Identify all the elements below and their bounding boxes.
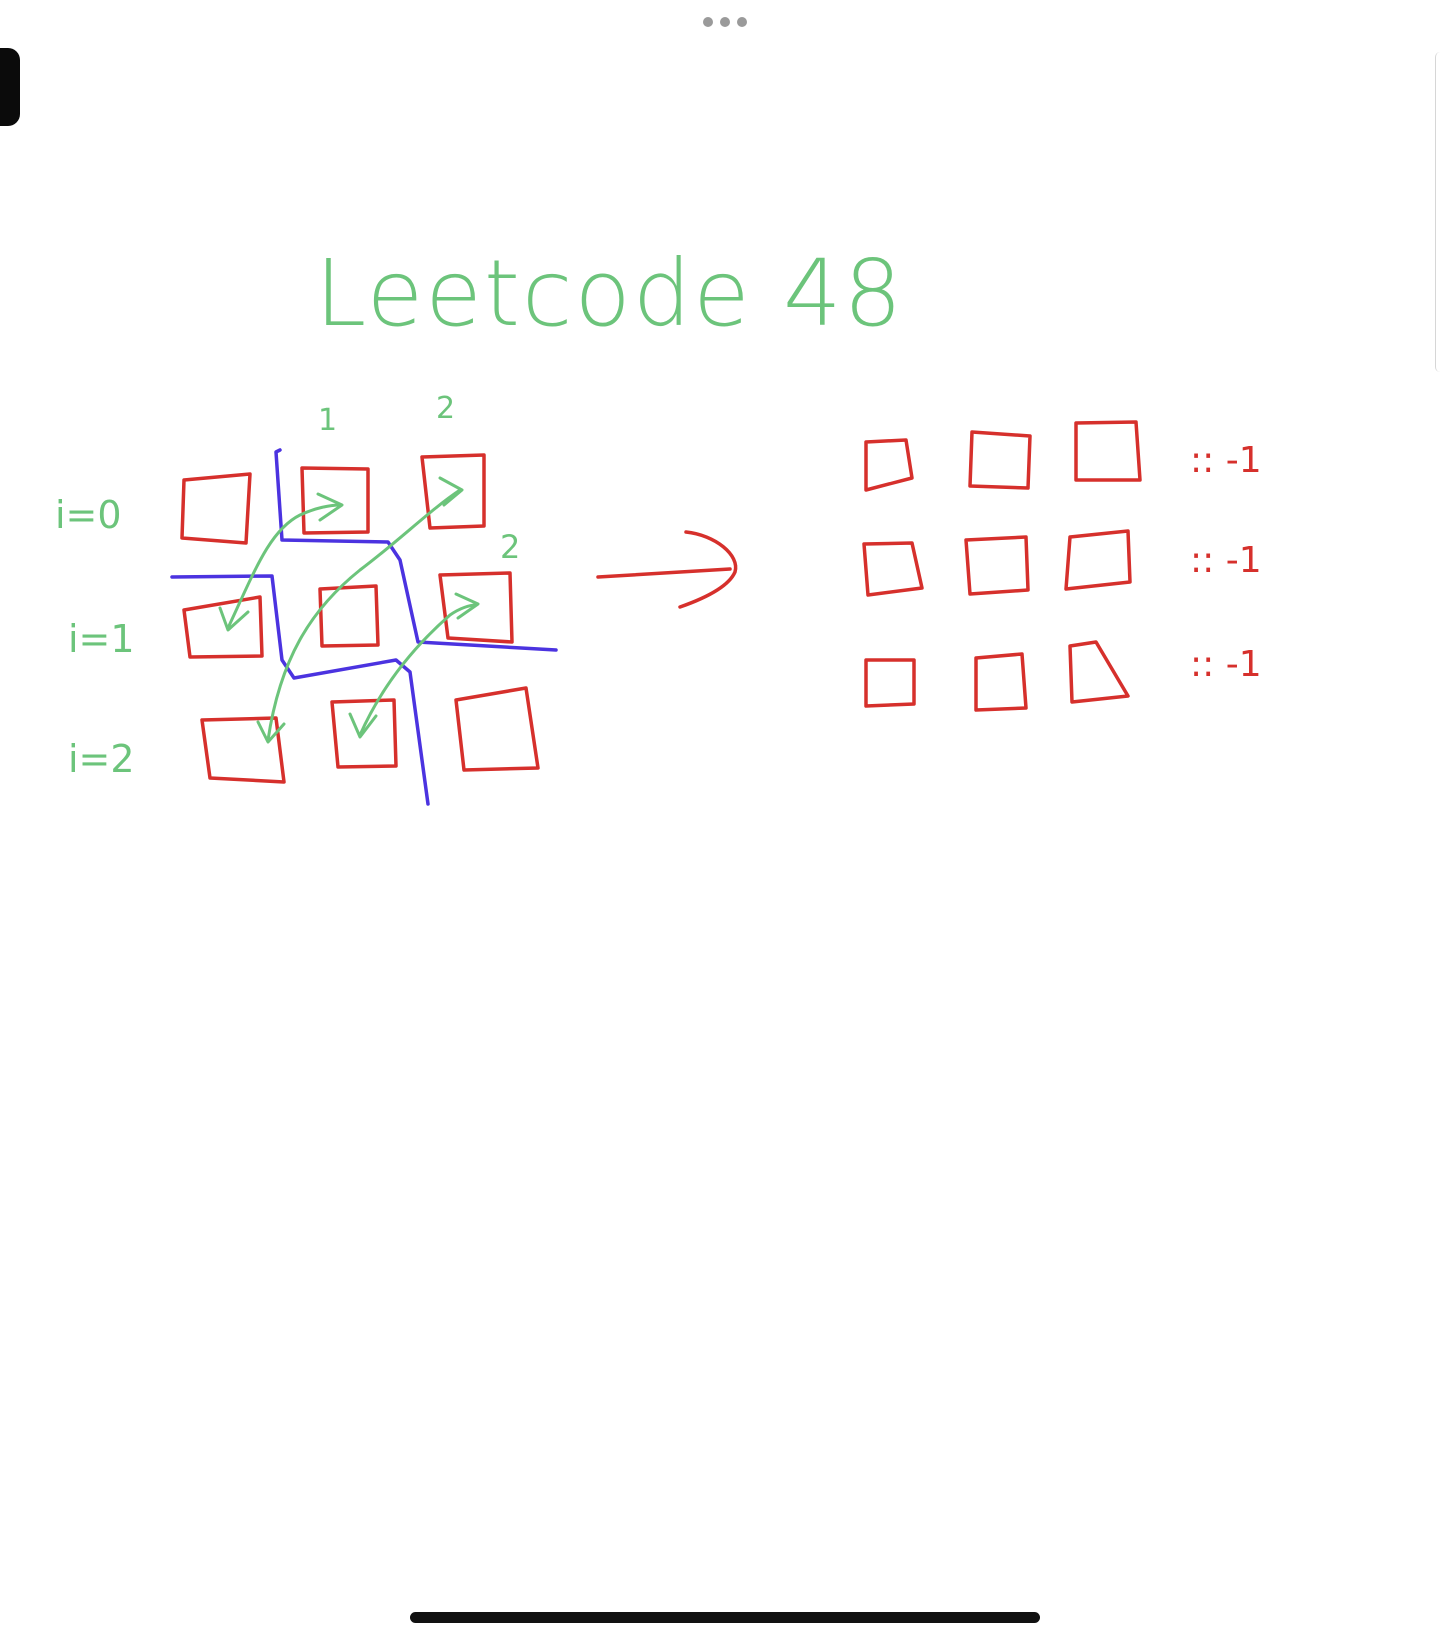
- sidebar-pull-tab[interactable]: [0, 48, 20, 126]
- arrow-head-icon: [438, 476, 464, 507]
- scroll-edge[interactable]: [1435, 52, 1440, 372]
- partition-line: [170, 574, 430, 806]
- result-cell: [1064, 529, 1132, 591]
- matrix-cell: [454, 686, 540, 772]
- arrow-shaft: [596, 567, 732, 579]
- matrix-cell: [318, 584, 380, 648]
- partition-line: [274, 448, 558, 652]
- matrix-cell: [438, 571, 514, 644]
- result-cell: [968, 430, 1032, 490]
- column-label-1: 1: [318, 403, 337, 438]
- note-title: Leetcode 48: [315, 240, 904, 347]
- result-matrix: [862, 420, 1142, 712]
- result-cell: [864, 438, 914, 492]
- arrow-head-icon: [678, 530, 738, 609]
- result-cell: [974, 652, 1028, 712]
- arrow-curve: [226, 503, 342, 630]
- row-label-1: i=1: [68, 617, 135, 661]
- inner-label: 2: [500, 528, 520, 566]
- row-label-0: i=0: [55, 493, 122, 537]
- transform-arrow-icon: [596, 530, 738, 609]
- dot: [737, 17, 747, 27]
- result-cell: [862, 541, 924, 597]
- arrow-head-icon: [218, 606, 250, 632]
- matrix-cell: [300, 466, 370, 535]
- matrix-cell: [200, 716, 286, 784]
- dot: [720, 17, 730, 27]
- matrix-cell: [180, 472, 252, 545]
- arrow-head-icon: [454, 592, 480, 620]
- row-label-2: i=2: [68, 737, 135, 781]
- home-indicator[interactable]: [410, 1612, 1040, 1623]
- result-row-annotation: :: -1: [1190, 540, 1262, 581]
- result-row-annotation: :: -1: [1190, 440, 1262, 481]
- matrix-cell: [182, 595, 264, 659]
- dot: [703, 17, 713, 27]
- arrow-head-icon: [348, 712, 378, 739]
- result-cell: [1068, 640, 1130, 704]
- result-cell: [964, 535, 1030, 596]
- result-cell: [1074, 420, 1142, 482]
- column-label-2: 2: [436, 391, 455, 426]
- left-matrix: [180, 453, 540, 784]
- matrix-cell: [420, 453, 486, 530]
- result-row-annotation: :: -1: [1190, 644, 1262, 685]
- result-cell: [864, 658, 916, 708]
- rotation-arrows: [218, 476, 480, 744]
- arrow-head-icon: [316, 492, 344, 522]
- more-dots-icon[interactable]: [703, 17, 747, 27]
- arrow-curve: [358, 603, 478, 737]
- partition-lines: [170, 448, 558, 806]
- matrix-cell: [330, 698, 398, 769]
- arrow-head-icon: [256, 720, 286, 744]
- arrow-curve: [266, 488, 462, 742]
